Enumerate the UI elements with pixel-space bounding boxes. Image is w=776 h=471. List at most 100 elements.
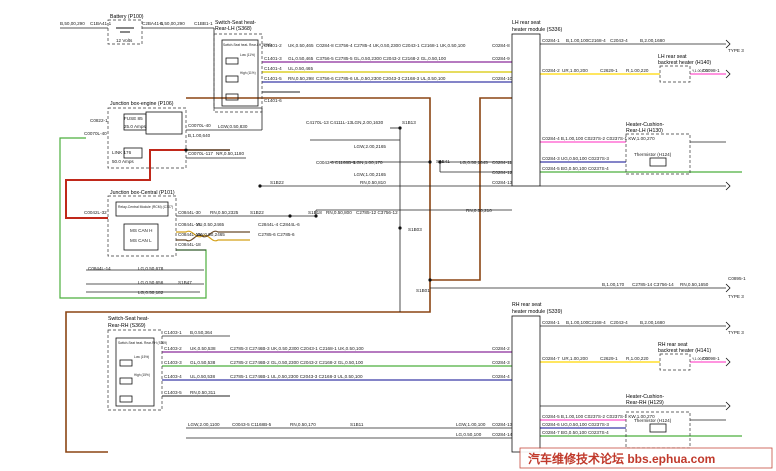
lh-cushion-title2: Rear-LH (H130): [626, 128, 663, 134]
jbc-w4: LG,0.50,656: [138, 280, 164, 285]
watermark-box: [519, 447, 773, 469]
lh-cushion-title: Heater-Cushion-: [626, 122, 664, 128]
sw-rh-wire-4: RN,0.50,311: [190, 390, 216, 395]
rh-backrest-c4: C0284-7: [542, 356, 560, 361]
lh-backrest-title: LH rear seat: [658, 54, 687, 60]
rh-backrest-title2: backrest heater (H141): [658, 348, 711, 354]
rh-backrest-w1: B,1.00,100: [566, 320, 589, 325]
lh-mod-conn-2: C0284-10: [492, 76, 513, 81]
lh-mod-conn-3: C0284-11: [492, 160, 512, 165]
bottom-b6: C0284-13: [492, 422, 513, 427]
jbe-amp2: 50.0 Amps: [112, 159, 134, 164]
lh-backrest-w3: UR,1.00,200: [562, 68, 588, 73]
lh-backrest-type: TYPE 3: [728, 48, 744, 53]
lh-backrest-c3: C2043-4: [610, 38, 628, 43]
rh-backrest-c2: C2168-4: [588, 320, 606, 325]
bottom-b12: C0895-1: [728, 276, 746, 281]
sw-rh-low: Low (15%): [134, 355, 149, 359]
bottom-b4: S1B11: [350, 422, 364, 427]
rh-backrest-w5: Y,1.00,270: [692, 357, 708, 361]
wire-brown-lower: [65, 280, 431, 453]
rh-thermistor-label: Thermistor (H124): [634, 418, 672, 423]
lh-row-2: C3756-6 C2785-6 UL,0.50,2300 C2043-3 C21…: [316, 76, 446, 81]
mid-l5: LGN,1.00,170: [354, 160, 383, 165]
jbc-relay: Relay-Central Module (RCM) (C307): [118, 205, 173, 209]
rh-mod-conn-2: C0284-4: [492, 374, 510, 379]
rh-cushion-row-2: C0284-7 BG,0.50,100 C0237S-4: [542, 430, 609, 435]
rh-row-2: C2785-1 C2746B-1 UL,0.50,2300 C2043-3 C2…: [230, 374, 363, 379]
jbc-w-top: RN,0.50,2325: [210, 210, 239, 215]
mid-s1: S1B22: [270, 180, 284, 185]
lh-module-box: [511, 33, 541, 187]
sw-lh-wire-2: UL,0.50,465: [288, 66, 313, 71]
lh-backrest-c6: C0098-1: [702, 68, 720, 73]
rh-backrest-w3: UR,1.00,200: [562, 356, 588, 361]
mid-l1: C4170L-13 C4111L-13: [306, 120, 353, 125]
jbc-c-left: C0042L-32: [84, 210, 107, 215]
battery-title: Battery (P100): [110, 14, 144, 20]
junction-engine-component: [107, 107, 187, 169]
lh-backrest-w1: B,1.00,100: [566, 38, 589, 43]
lh-cushion-row-2: C0284-5 BG,0.50,100 C0237S-4: [542, 166, 609, 171]
bottom-b8: C0284-14: [492, 432, 513, 437]
lh-backrest-c4: C0284-2: [542, 68, 560, 73]
sw-lh-wire-3: RN,0.50,298: [288, 76, 314, 81]
jbc-can-h: MS CAN H: [130, 228, 152, 233]
jbc-c1: C0844L-18: [178, 222, 201, 227]
lh-row-0: C0284-8 C3756-4 C2785-4 UK,0.50,2300 C20…: [316, 43, 466, 48]
sw-rh-wire-0: B,0.50,364: [190, 330, 213, 335]
sw-rh-wire-2: GL,0.50,538: [190, 360, 216, 365]
lh-thermistor-label: Thermistor (H124): [634, 152, 672, 157]
mid-l4: C0043-6 C1168B-6: [316, 160, 356, 165]
jbe-w-green: C0070L-40: [84, 131, 107, 136]
wire-brown-main: [186, 97, 512, 281]
battery-sub: 12 Volts: [116, 38, 133, 43]
splice-dots: [184, 126, 442, 282]
sw-rh-conn-1: C1403-2: [164, 346, 182, 351]
mid-l7: LG,0.50,1645: [460, 160, 488, 165]
lh-backrest-c5: C2629-1: [600, 68, 618, 73]
jbe-fuse: FUSE 85: [124, 116, 143, 121]
jbe-title: Junction box-engine (P106): [110, 101, 174, 107]
rh-backrest-w4: R,1.00,220: [626, 356, 649, 361]
sw-lh-conn-4: C1401-6: [264, 98, 282, 103]
sw-lh-wire-4: LGW,0.50,830: [218, 124, 248, 129]
jbe-amp: 25.0 Amps: [124, 124, 146, 129]
rh-mod-conn-0: C0284-2: [492, 346, 510, 351]
sw-rh-conn-2: C1403-3: [164, 360, 182, 365]
battery-c2: C2BA41-1: [142, 21, 164, 26]
bottom-b5: LGW,1.00,100: [456, 422, 486, 427]
sw-rh-wire-3: UL,0.50,538: [190, 374, 215, 379]
sw-rh-high: High (15%): [134, 373, 150, 377]
sw-lh-title: Switch-Seat heat-: [215, 20, 256, 26]
switch-lh-component: [213, 33, 263, 113]
watermark-text: 汽车维修技术论坛 bbs.ephua.com: [528, 451, 715, 466]
jbc-title: Junction box-Central (P101): [110, 190, 175, 196]
mid-l11: RN,0.50,210: [466, 208, 492, 213]
lh-cushion-box: [625, 133, 691, 175]
lh-backrest-w2: B,2.00,1680: [640, 38, 665, 43]
jbc-c2: C0844L-19: [178, 232, 201, 237]
mid-l3: LGW,2.00,2165: [354, 144, 386, 149]
sw-lh-wire-0: UK,0.50,465: [288, 43, 314, 48]
rh-backrest-c1: C0284-1: [542, 320, 560, 325]
rh-cushion-title: Heater-Cushion-: [626, 394, 664, 400]
rh-thermistor: [649, 423, 667, 433]
mid-l12: C2844L-4 C2844L-6: [258, 222, 300, 227]
sw-lh-inner: Switch-Seat heat- Rear-LH (S368): [223, 43, 272, 47]
jbc-w5: LG,0.50,182: [138, 290, 164, 295]
mid-s3: S1B18: [308, 210, 322, 215]
mid-l10: C2785-12 C3756-12: [356, 210, 398, 215]
jbc-w1: YU,0.50,2465: [196, 222, 225, 227]
mid-l6: LGW,1.00,2165: [354, 172, 386, 177]
bottom-type: TYPE 3: [728, 294, 744, 299]
jbe-w-red: C0070L-117: [188, 151, 213, 156]
wire-can-l: [176, 230, 250, 242]
lh-backrest-w4: R,1.00,220: [626, 68, 649, 73]
rh-backrest-w2: B,2.00,1680: [640, 320, 665, 325]
battery-c3: C1BB1-1: [194, 21, 213, 26]
lh-module-title: LH rear seat: [512, 20, 541, 26]
rh-backrest-c6: C0098-1: [702, 356, 720, 361]
battery-right-wire: B,50,00,290: [160, 21, 185, 26]
